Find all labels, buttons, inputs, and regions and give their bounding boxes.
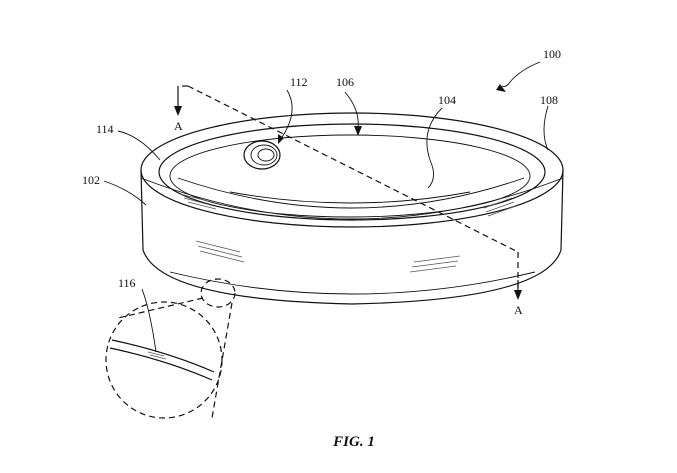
shading-marks — [179, 193, 517, 273]
ring-device — [140, 112, 564, 305]
ring-right-wall — [560, 169, 564, 251]
ring-inner-wall — [177, 177, 525, 209]
ring-outer-top-rim — [140, 112, 564, 228]
section-a-bottom-label: A — [514, 303, 523, 317]
ref-108-label: 108 — [540, 93, 558, 107]
detail-callout — [105, 278, 236, 419]
reference-numerals: 100 114 102 112 106 104 108 116 — [82, 47, 561, 290]
ring-inner-floor-arc — [229, 191, 471, 204]
reference-leaders — [103, 61, 549, 206]
ref-112-label: 112 — [290, 75, 308, 89]
section-a-top-label: A — [174, 119, 183, 133]
ref-114-label: 114 — [96, 122, 114, 136]
ring-inner-surface-edge — [169, 134, 531, 218]
ring-inner-rim — [158, 123, 546, 221]
section-line: A A — [174, 85, 523, 317]
figure-caption: FIG. 1 — [332, 434, 375, 450]
ring-left-wall — [140, 169, 144, 251]
ref-102-label: 102 — [82, 173, 100, 187]
ref-106-label: 106 — [336, 75, 354, 89]
ring-bottom-edge — [142, 249, 562, 305]
ref-104-label: 104 — [438, 93, 456, 107]
ring-bottom-edge-inner — [169, 271, 536, 295]
ref-100-label: 100 — [543, 47, 561, 61]
ref-116-label: 116 — [118, 276, 136, 290]
ring-band-edge — [140, 177, 564, 220]
sensor-button-icon — [243, 140, 281, 170]
